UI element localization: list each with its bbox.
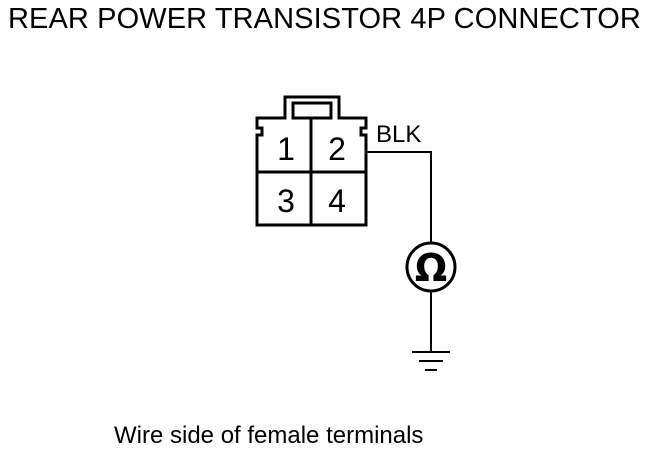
page-title: REAR POWER TRANSISTOR 4P CONNECTOR — [8, 3, 641, 35]
ground-icon — [412, 351, 450, 371]
wire-lead — [366, 151, 432, 243]
connector-housing — [255, 95, 368, 227]
pin-4-label: 4 — [328, 183, 346, 219]
pin-2-label: 2 — [328, 131, 346, 167]
ohm-symbol: Ω — [415, 246, 447, 290]
wire-color-label: BLK — [376, 121, 421, 148]
pin-1-label: 1 — [277, 131, 295, 167]
pin-3-label: 3 — [277, 183, 295, 219]
connector-caption: Wire side of female terminals — [114, 422, 424, 449]
